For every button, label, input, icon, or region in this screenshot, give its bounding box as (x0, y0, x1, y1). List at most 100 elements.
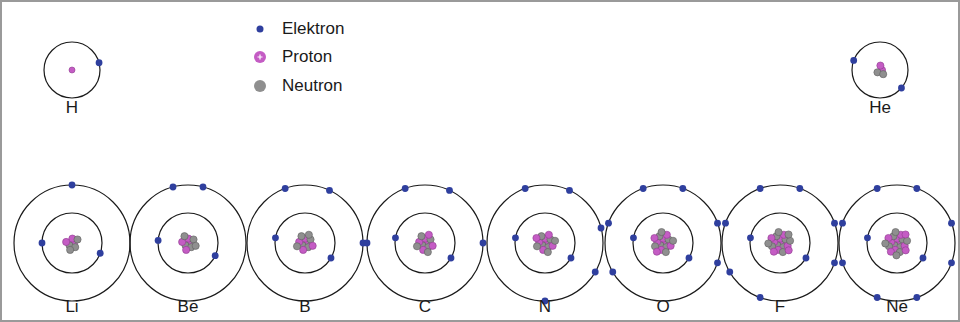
neutron (658, 228, 665, 235)
atom-models (14, 42, 955, 304)
electron (874, 185, 881, 192)
electron-shell (852, 42, 908, 98)
electron-shell (247, 185, 363, 301)
neutron (903, 237, 910, 244)
electron-shell (44, 42, 100, 98)
neutron (785, 231, 792, 238)
electron (212, 252, 219, 259)
element-symbol: He (869, 98, 891, 118)
electron (686, 255, 693, 262)
electron (605, 220, 612, 227)
neutron (305, 231, 312, 238)
neutron (786, 237, 793, 244)
electron (839, 259, 846, 266)
legend-swatch (252, 78, 268, 94)
neutron (892, 228, 899, 235)
plus-mark (258, 55, 263, 60)
proton (651, 234, 658, 241)
neutron (181, 233, 188, 240)
atom-model (850, 42, 908, 98)
electron (598, 225, 605, 232)
electron (566, 187, 573, 194)
electron (726, 269, 733, 276)
electron-shell (839, 185, 955, 301)
electron (757, 294, 764, 301)
electron-shell (158, 213, 218, 273)
electron (796, 185, 803, 192)
neutron (544, 248, 551, 255)
atom-model (44, 42, 102, 98)
electron (326, 187, 333, 194)
electron (850, 57, 857, 64)
electron (831, 220, 838, 227)
element-symbol: F (775, 297, 785, 317)
electron-shell (867, 213, 927, 273)
swatch-dot (254, 80, 266, 92)
element-symbol: O (656, 297, 669, 317)
swatch-dot (254, 51, 266, 63)
proton (183, 246, 190, 253)
proton (429, 242, 436, 249)
neutron (551, 237, 558, 244)
electron-shell (42, 213, 102, 273)
element-symbol: C (419, 297, 431, 317)
neutron (298, 233, 305, 240)
atom-model (130, 184, 246, 301)
electron-shell (14, 185, 130, 301)
atom-model (364, 185, 487, 301)
electron-shell (750, 213, 810, 273)
electron (898, 85, 905, 92)
neutron (74, 236, 81, 243)
electron (200, 184, 207, 191)
electron-shell (605, 185, 721, 301)
electron (480, 240, 487, 247)
electron (948, 220, 955, 227)
electron (282, 185, 289, 192)
electron (831, 259, 838, 266)
element-symbol: N (539, 297, 551, 317)
electron (757, 185, 764, 192)
atom-model (487, 185, 604, 304)
electron (679, 185, 686, 192)
element-symbol: Li (65, 297, 78, 317)
legend-label: Proton (282, 47, 332, 67)
electron-shell (633, 213, 693, 273)
electron (392, 234, 399, 241)
atom-model (605, 185, 721, 301)
electron (913, 294, 920, 301)
electron (170, 184, 177, 191)
electron (448, 255, 455, 262)
electron (920, 255, 927, 262)
element-symbol: H (66, 98, 78, 118)
swatch-dot (257, 26, 264, 33)
electron (609, 269, 616, 276)
electron (839, 220, 846, 227)
electron (874, 294, 881, 301)
electron (402, 185, 409, 192)
electron (522, 185, 529, 192)
neutron (669, 237, 676, 244)
electron (803, 255, 810, 262)
electron (568, 255, 575, 262)
proton (69, 67, 75, 73)
neutron (882, 240, 889, 247)
electron-shell (367, 185, 483, 301)
electron (446, 187, 453, 194)
neutron (533, 243, 540, 250)
neutron (662, 248, 669, 255)
electron (640, 185, 647, 192)
legend-label: Neutron (282, 76, 342, 96)
atom-model (14, 182, 130, 301)
electron (97, 250, 104, 257)
proton (425, 231, 432, 238)
element-symbol: Be (178, 297, 199, 317)
neutron (424, 248, 431, 255)
proton (902, 231, 909, 238)
electron-shell (130, 185, 246, 301)
electron (155, 237, 162, 244)
electron (39, 240, 46, 247)
electron (747, 234, 754, 241)
electron-shell (515, 213, 575, 273)
